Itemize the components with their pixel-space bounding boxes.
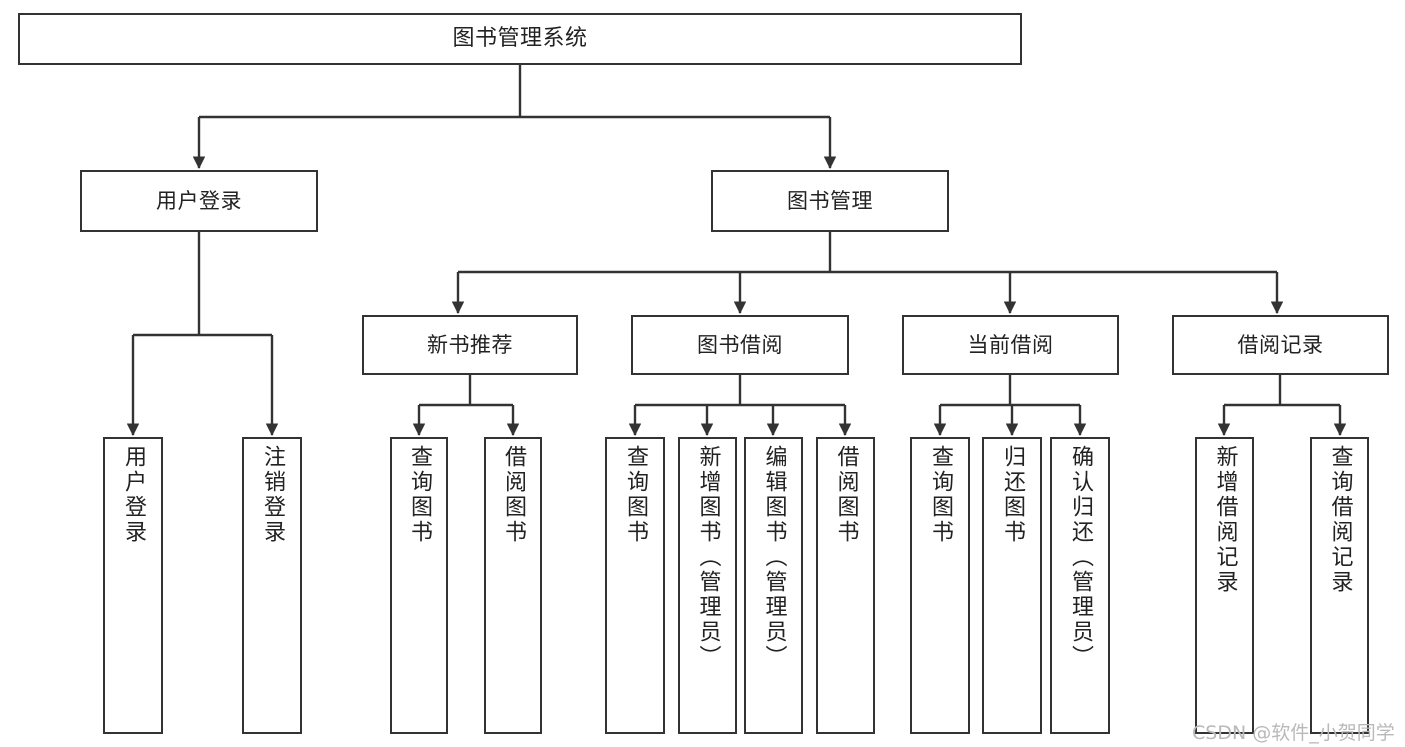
node-root[interactable]: 图书管理系统 <box>18 13 1022 65</box>
leaf-logout[interactable]: 注销登录 <box>242 437 302 734</box>
node-borrow-records[interactable]: 借阅记录 <box>1172 315 1389 375</box>
leaf-borrow-book[interactable]: 借阅图书 <box>816 437 875 734</box>
node-new-book-recommend[interactable]: 新书推荐 <box>362 315 578 375</box>
node-current-borrow-label: 当前借阅 <box>967 332 1054 357</box>
leaf-add-book-admin[interactable]: 新增图书（管理员） <box>678 437 737 734</box>
leaf-query-book-newbook[interactable]: 查询图书 <box>390 437 448 734</box>
leaf-add-borrow-record[interactable]: 新增借阅记录 <box>1195 437 1254 734</box>
leaf-confirm-return-admin[interactable]: 确认归还（管理员） <box>1050 437 1110 734</box>
leaf-query-borrow-record[interactable]: 查询借阅记录 <box>1310 437 1369 734</box>
node-current-borrow[interactable]: 当前借阅 <box>902 315 1119 375</box>
node-user-login[interactable]: 用户登录 <box>80 170 318 232</box>
leaf-query-book-current-label: 查询图书 <box>928 445 953 545</box>
leaf-borrow-book-newbook[interactable]: 借阅图书 <box>484 437 542 734</box>
leaf-add-book-admin-label: 新增图书（管理员） <box>695 445 721 670</box>
node-book-borrow[interactable]: 图书借阅 <box>631 315 849 375</box>
node-book-management-label: 图书管理 <box>787 188 873 213</box>
node-new-book-recommend-label: 新书推荐 <box>427 332 513 357</box>
leaf-return-book-label: 归还图书 <box>1000 445 1025 545</box>
leaf-add-borrow-record-label: 新增借阅记录 <box>1212 445 1238 595</box>
leaf-edit-book-admin[interactable]: 编辑图书（管理员） <box>744 437 803 734</box>
leaf-logout-label: 注销登录 <box>260 445 285 545</box>
node-borrow-records-label: 借阅记录 <box>1237 332 1324 357</box>
leaf-user-login-label: 用户登录 <box>121 445 146 545</box>
leaf-query-book-newbook-label: 查询图书 <box>407 445 432 545</box>
leaf-query-book-borrow[interactable]: 查询图书 <box>605 437 665 734</box>
leaf-borrow-book-newbook-label: 借阅图书 <box>501 445 526 545</box>
leaf-confirm-return-admin-label: 确认归还（管理员） <box>1068 445 1093 670</box>
leaf-query-book-current[interactable]: 查询图书 <box>910 437 970 734</box>
leaf-user-login[interactable]: 用户登录 <box>103 437 163 734</box>
leaf-query-book-borrow-label: 查询图书 <box>623 445 648 545</box>
node-root-label: 图书管理系统 <box>452 26 588 52</box>
leaf-borrow-book-label: 借阅图书 <box>833 445 859 545</box>
node-book-borrow-label: 图书借阅 <box>697 332 783 357</box>
leaf-edit-book-admin-label: 编辑图书（管理员） <box>761 445 787 670</box>
watermark: CSDN @软件_小贺同学 <box>1192 722 1395 744</box>
node-user-login-label: 用户登录 <box>156 188 242 213</box>
node-book-management[interactable]: 图书管理 <box>711 170 949 232</box>
leaf-query-borrow-record-label: 查询借阅记录 <box>1327 445 1353 595</box>
leaf-return-book[interactable]: 归还图书 <box>982 437 1042 734</box>
